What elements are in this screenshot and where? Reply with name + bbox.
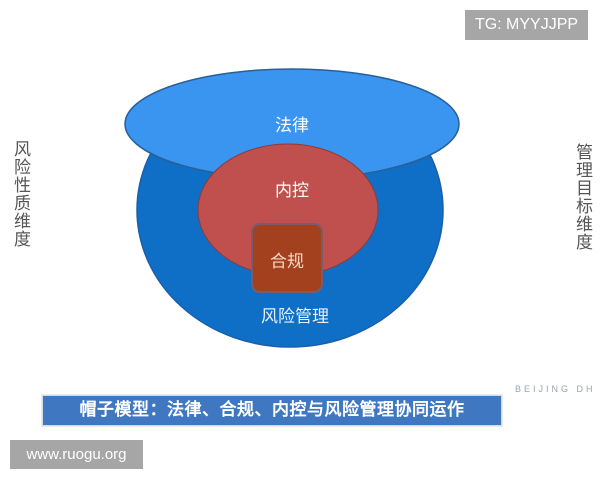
risk-management-label: 风险管理 bbox=[261, 307, 329, 327]
right-axis-label: 管理目标维度 bbox=[572, 143, 592, 251]
faint-corner-watermark: BEIJING DH bbox=[515, 384, 596, 394]
site-watermark-badge: www.ruogu.org bbox=[10, 440, 143, 469]
internal-control-label: 内控 bbox=[275, 181, 309, 201]
tg-watermark-badge: TG: MYYJJPP bbox=[465, 10, 588, 40]
left-axis-label: 风险性质维度 bbox=[10, 140, 30, 248]
compliance-label: 合规 bbox=[270, 252, 304, 272]
caption-banner: 帽子模型：法律、合规、内控与风险管理协同运作 bbox=[42, 395, 502, 426]
law-label: 法律 bbox=[275, 116, 309, 136]
compliance-shape bbox=[251, 223, 323, 293]
